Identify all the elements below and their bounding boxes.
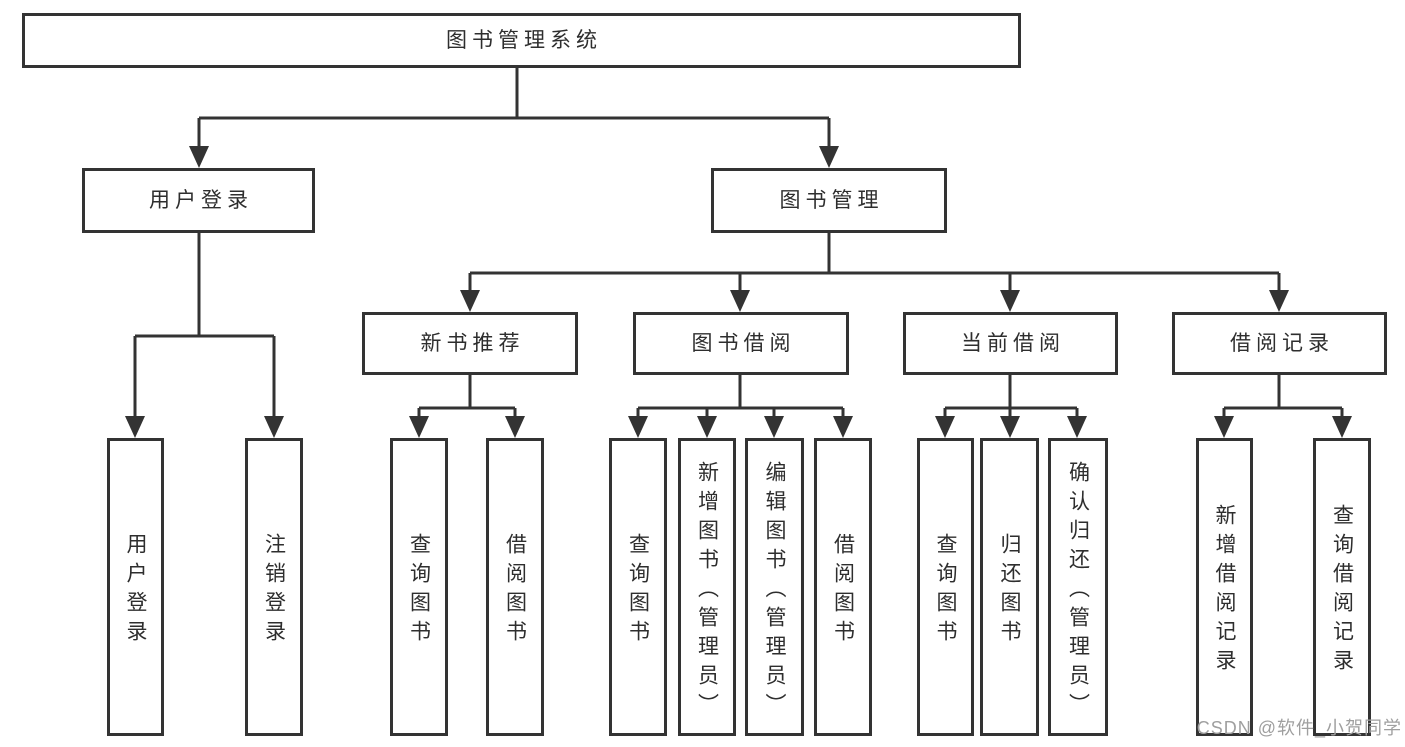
node-new-book-recommendation-label: 新书推荐	[420, 332, 525, 355]
leaf-current-confirm-return-admin-label: 确认归还（管理员）	[1066, 460, 1090, 722]
node-library-management-system-label: 图书管理系统	[446, 29, 602, 52]
leaf-borrowing-borrow-books: 借阅图书	[814, 438, 872, 736]
leaf-current-return-books: 归还图书	[980, 438, 1039, 736]
node-borrowing-records-label: 借阅记录	[1230, 332, 1334, 355]
node-user-login-label: 用户登录	[149, 189, 253, 212]
node-library-management-system: 图书管理系统	[22, 13, 1021, 68]
leaf-recommend-borrow-books-label: 借阅图书	[503, 533, 527, 649]
leaf-user-login-label: 用户登录	[124, 533, 147, 649]
node-new-book-recommendation: 新书推荐	[362, 312, 578, 375]
node-book-management: 图书管理	[711, 168, 947, 233]
leaf-current-confirm-return-admin: 确认归还（管理员）	[1048, 438, 1108, 736]
leaf-borrowing-edit-books-admin: 编辑图书（管理员）	[745, 438, 804, 736]
leaf-recommend-borrow-books: 借阅图书	[486, 438, 544, 736]
node-user-login: 用户登录	[82, 168, 315, 233]
node-current-borrowing: 当前借阅	[903, 312, 1118, 375]
leaf-current-return-books-label: 归还图书	[998, 533, 1021, 649]
node-book-borrowing-label: 图书借阅	[691, 332, 796, 355]
leaf-borrowing-add-books-admin: 新增图书（管理员）	[678, 438, 736, 736]
leaf-records-add-borrow-record: 新增借阅记录	[1196, 438, 1253, 736]
leaf-user-login: 用户登录	[107, 438, 164, 736]
leaf-records-query-borrow-record: 查询借阅记录	[1313, 438, 1371, 736]
leaf-borrowing-borrow-books-label: 借阅图书	[831, 533, 855, 649]
leaf-borrowing-query-books: 查询图书	[609, 438, 667, 736]
leaf-recommend-query-books-label: 查询图书	[407, 533, 431, 649]
arrowhead-icons	[125, 146, 1352, 438]
leaf-current-query-books-label: 查询图书	[934, 533, 957, 649]
node-current-borrowing-label: 当前借阅	[961, 332, 1065, 355]
node-borrowing-records: 借阅记录	[1172, 312, 1387, 375]
csdn-watermark: CSDN @软件_小贺同学	[1196, 718, 1402, 738]
leaf-recommend-query-books: 查询图书	[390, 438, 448, 736]
leaf-records-query-borrow-record-label: 查询借阅记录	[1330, 504, 1354, 678]
leaf-records-add-borrow-record-label: 新增借阅记录	[1213, 504, 1236, 678]
node-book-borrowing: 图书借阅	[633, 312, 849, 375]
leaf-logout: 注销登录	[245, 438, 303, 736]
leaf-current-query-books: 查询图书	[917, 438, 974, 736]
leaf-borrowing-edit-books-admin-label: 编辑图书（管理员）	[763, 460, 786, 722]
leaf-logout-label: 注销登录	[262, 533, 286, 649]
leaf-borrowing-add-books-admin-label: 新增图书（管理员）	[695, 460, 719, 722]
node-book-management-label: 图书管理	[779, 189, 884, 212]
leaf-borrowing-query-books-label: 查询图书	[626, 533, 650, 649]
connector-lines	[133, 68, 1344, 418]
